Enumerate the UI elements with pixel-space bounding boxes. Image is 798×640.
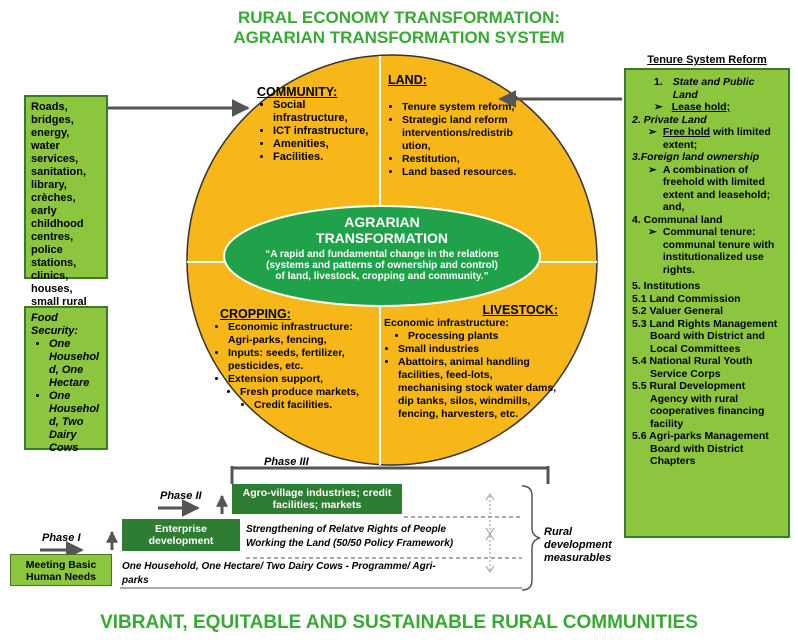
land-item: Restitution, xyxy=(402,153,543,166)
tenure-item-3: 3.Foreign land ownership xyxy=(632,151,760,163)
land-item: Land based resources. xyxy=(402,166,543,179)
phase1-label: Phase I xyxy=(42,532,81,544)
institution-item: 5.5 Rural Development Agency with rural … xyxy=(632,380,765,430)
cropping-item: Inputs: seeds, fertilizer, pesticides, e… xyxy=(228,347,376,373)
institution-item: 5.6 Agri-parks Management Board with Dis… xyxy=(632,430,769,467)
center-title-2: TRANSFORMATION xyxy=(316,230,448,246)
phase2-box: Enterprise development xyxy=(122,519,240,551)
center-ellipse xyxy=(223,205,541,307)
title-line-2: AGRARIAN TRANSFORMATION SYSTEM xyxy=(233,28,565,47)
institution-item: 5.4 National Rural Youth Service Corps xyxy=(632,355,753,380)
tenure-item-4: 4. Communal land xyxy=(632,213,723,226)
chevron-right-icon: ➢ xyxy=(648,163,657,176)
tenure-item-4-sub-text: Communal tenure: communal tenure with in… xyxy=(662,226,775,276)
center-text: AGRARIAN TRANSFORMATION “A rapid and fun… xyxy=(256,214,508,282)
food-security-box: Food Security: One Househol d, One Hecta… xyxy=(24,306,108,454)
cropping-subitem: Credit facilities. xyxy=(254,399,376,412)
institution-item: 5. Institutions xyxy=(632,280,701,292)
cropping-heading: CROPPING: xyxy=(220,307,291,321)
community-item: Amenities, xyxy=(273,138,373,151)
cropping-item: Extension support, xyxy=(228,373,376,386)
livestock-item: Abattoirs, animal handling facilities, f… xyxy=(398,356,558,421)
cropping-quadrant: CROPPING: Economic infrastructure: Agri-… xyxy=(216,308,376,412)
footer-slogan: VIBRANT, EQUITABLE AND SUSTAINABLE RURAL… xyxy=(100,612,698,633)
tenure-item-3-sub-text: A combination of freehold with limited e… xyxy=(662,163,771,214)
cropping-subitem: Fresh produce markets, xyxy=(240,386,376,399)
land-heading: LAND: xyxy=(388,73,427,87)
community-heading: COMMUNITY: xyxy=(257,85,338,99)
food-security-heading: Food Security: xyxy=(31,312,79,337)
measurables-bracket xyxy=(521,485,541,591)
community-quadrant: COMMUNITY: Social infrastructure, ICT in… xyxy=(243,86,373,164)
freehold-rest: with limited extent; xyxy=(662,126,771,151)
center-title-1: AGRARIAN xyxy=(344,214,420,230)
tenure-item-2: 2. Private Land xyxy=(632,113,707,126)
tenure-heading: Tenure System Reform xyxy=(647,54,767,66)
cropping-item: Economic infrastructure: Agri-parks, fen… xyxy=(228,321,376,347)
title-line-1: RURAL ECONOMY TRANSFORMATION: xyxy=(237,8,561,27)
livestock-item: Processing plants xyxy=(408,330,558,343)
livestock-quadrant: LIVESTOCK: Economic infrastructure: Proc… xyxy=(384,304,564,421)
chevron-right-icon: ➢ xyxy=(654,101,663,113)
tenure-item-2-sub: ➢ Free hold with limited extent; xyxy=(632,126,782,151)
institutions-list: 5. Institutions 5.1 Land Commission 5.2 … xyxy=(632,280,782,468)
programme-text: One Household, One Hectare/ Two Dairy Co… xyxy=(122,561,436,586)
community-item: Facilities. xyxy=(273,151,373,164)
tenure-item-1-sub: ➢ Lease hold; xyxy=(632,101,782,114)
policy-framework-text: Strengthening of Relatve Rights of Peopl… xyxy=(246,524,454,549)
phase2-label: Phase II xyxy=(160,490,202,502)
tenure-item-1: 1. State and Public Land xyxy=(632,76,782,101)
center-quote: “A rapid and fundamental change in the r… xyxy=(265,249,499,282)
community-item: ICT infrastructure, xyxy=(273,125,373,138)
freehold-text: Free hold xyxy=(662,126,711,138)
livestock-heading: LIVESTOCK: xyxy=(482,303,558,317)
tenure-item-2-sub-text: Free hold with limited extent; xyxy=(657,126,782,151)
institution-item: 5.3 Land Rights Management Board with Di… xyxy=(632,317,778,355)
tenure-item-3-sub: ➢ A combination of freehold with limited… xyxy=(632,164,782,214)
chevron-right-icon: ➢ xyxy=(648,126,657,138)
phase3-label: Phase III xyxy=(264,456,309,468)
institution-item: 5.1 Land Commission xyxy=(632,292,741,305)
tenure-item-1-num: 1. xyxy=(654,76,663,88)
measurables-label: Rural development measurables xyxy=(544,526,612,564)
tenure-item-4-sub: ➢ Communal tenure: communal tenure with … xyxy=(632,226,782,276)
tenure-box: 1. State and Public Land ➢ Lease hold; 2… xyxy=(624,68,790,538)
tenure-item-1-text: State and Public Land xyxy=(672,76,755,101)
infrastructure-text: Roads, bridges, energy, water services, … xyxy=(31,101,102,334)
institution-item: 5.2 Valuer General xyxy=(632,305,724,317)
livestock-intro: Economic infrastructure: xyxy=(384,317,509,329)
land-quadrant: LAND: Tenure system reform, Strategic la… xyxy=(388,74,543,179)
tenure-item-1-sub-text: Lease hold; xyxy=(671,101,731,113)
land-item: Tenure system reform, xyxy=(402,101,543,114)
land-item: Strategic land reform interventions/redi… xyxy=(402,114,543,153)
food-security-item: One Househol d, Two Dairy Cows xyxy=(49,390,101,455)
community-item: Social infrastructure, xyxy=(273,99,373,125)
chevron-right-icon: ➢ xyxy=(648,226,657,238)
food-security-item: One Househol d, One Hectare xyxy=(49,338,101,390)
phase3-box: Agro-village industries; credit faciliti… xyxy=(232,484,402,514)
infrastructure-box: Roads, bridges, energy, water services, … xyxy=(24,95,108,334)
livestock-item: Small industries xyxy=(398,343,558,356)
phase1-box: Meeting Basic Human Needs xyxy=(10,554,112,586)
